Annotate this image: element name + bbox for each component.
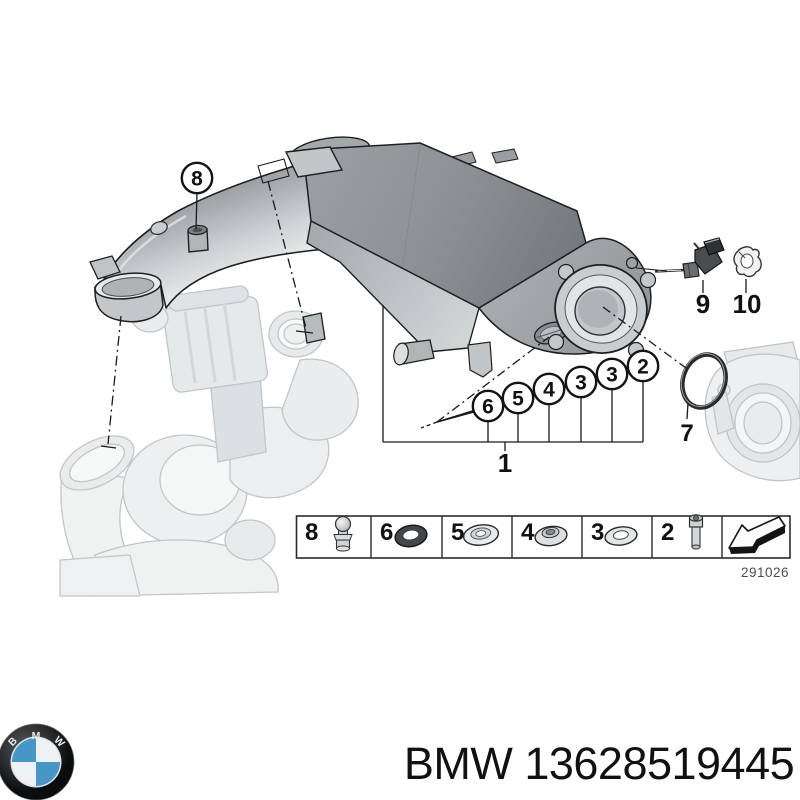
callout-2: 2 — [626, 349, 660, 383]
leader-callout8 — [195, 192, 198, 230]
roundel-quadrant-white-bl — [12, 762, 36, 786]
group-label-1: 1 — [498, 448, 512, 478]
part-number-title: BMW 13628519445 — [404, 738, 794, 789]
legend-cell-6: 6 — [380, 519, 428, 548]
callout-4: 4 — [532, 372, 566, 406]
callout-6: 6 — [471, 389, 505, 423]
intercooler — [284, 136, 657, 378]
callout-4-label: 4 — [543, 379, 555, 402]
callout-5: 5 — [501, 381, 535, 415]
legend-cell-2: 2 — [661, 514, 704, 550]
leader-sensor — [635, 267, 668, 272]
callout-3b: 3 — [595, 357, 629, 391]
roundel-quadrant-white-tr — [36, 738, 60, 762]
lower-left-tab — [302, 312, 326, 344]
legend-num-2: 2 — [661, 519, 674, 546]
drawing-number: 291026 — [741, 565, 789, 580]
legend-num-3: 3 — [591, 519, 604, 546]
roundel-letter-m: M — [32, 730, 41, 742]
temp-sensor — [654, 237, 725, 279]
turbocharger-ghost — [59, 285, 359, 597]
legend-num-6: 6 — [380, 519, 393, 546]
callout-8: 8 — [180, 161, 214, 195]
legend-cell-arrow — [728, 516, 786, 554]
callout-3b-label: 3 — [606, 364, 618, 387]
legend-num-4: 4 — [521, 519, 535, 546]
roundel-quadrant-blue-tl — [12, 738, 36, 762]
clamp-marker-box — [257, 158, 290, 184]
callout-2-label: 2 — [637, 356, 649, 379]
legend-cell-5: 5 — [451, 519, 500, 546]
throttle-body-ghost — [704, 341, 800, 482]
legend-num-5: 5 — [451, 519, 464, 546]
outlet-flange — [547, 263, 657, 359]
leader-apex-to-port — [436, 336, 550, 423]
leader-flange-to-oring — [602, 306, 691, 372]
leader-clamp-to-turbo — [267, 180, 307, 329]
socket-bolt-icon — [688, 514, 704, 550]
bottom-bracket — [467, 341, 493, 378]
hub-washer-icon — [534, 525, 568, 547]
o-ring-seal — [680, 352, 728, 410]
leader-oring-label — [686, 402, 689, 420]
ball-stud-icon — [333, 515, 353, 552]
callout-3a-label: 3 — [575, 372, 587, 395]
sensor-boss — [625, 256, 639, 270]
legend-cell-4: 4 — [521, 519, 568, 547]
callout-5-label: 5 — [512, 388, 524, 411]
duct-tab — [89, 255, 121, 280]
legend-cell-8: 8 — [305, 515, 353, 552]
callout-6-label: 6 — [482, 396, 494, 419]
label-7: 7 — [680, 420, 693, 447]
legend-cell-3: 3 — [591, 519, 638, 546]
direction-arrow-icon — [728, 516, 786, 554]
legend-strip: 8 6 5 4 — [295, 514, 791, 580]
flat-washer-icon — [604, 526, 638, 546]
callout-3a: 3 — [564, 365, 598, 399]
callout-8-label: 8 — [191, 168, 203, 191]
legend-num-8: 8 — [305, 519, 318, 546]
dished-washer-icon — [462, 524, 500, 546]
leader-sleeve-to-inlet — [107, 315, 122, 445]
label-10: 10 — [733, 289, 762, 319]
duct-bump — [150, 221, 168, 235]
label-9: 9 — [696, 289, 710, 319]
callout-circles: 8 6 5 4 3 3 2 1 7 9 10 — [180, 161, 762, 478]
seal-ring-icon — [394, 524, 428, 548]
charge-air-duct — [89, 161, 339, 323]
sensor-clip — [733, 246, 762, 278]
roundel-quadrant-blue-br — [36, 762, 60, 786]
inlet-clamp — [284, 146, 344, 178]
bmw-roundel-logo: B M W — [0, 723, 75, 800]
